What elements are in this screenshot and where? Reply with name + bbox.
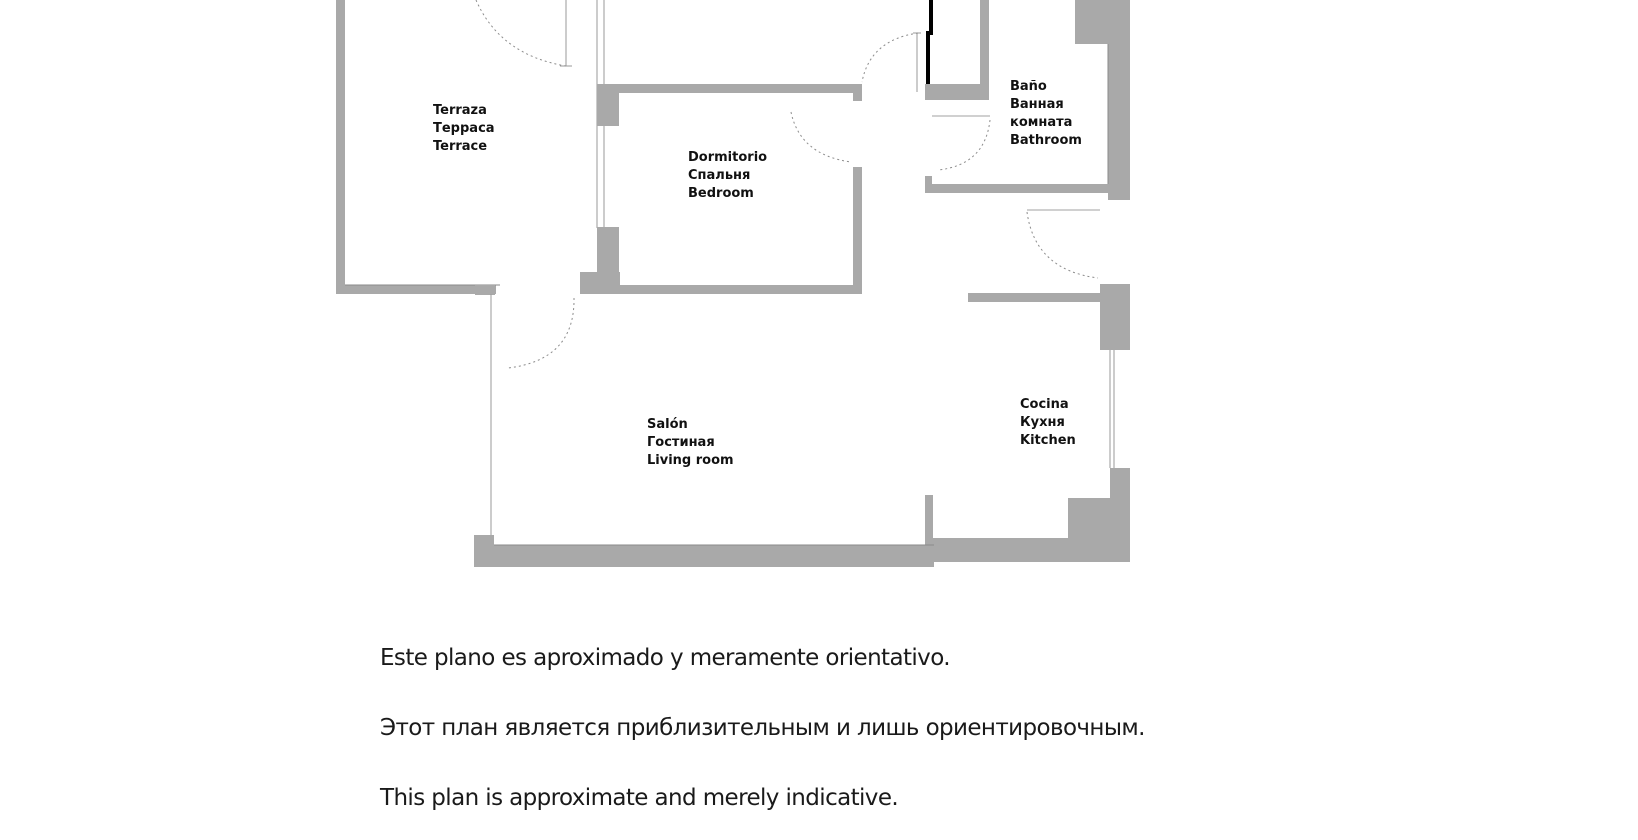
disclaimer-spanish: Este plano es aproximado y meramente ori… xyxy=(380,645,951,671)
kitchen-label-es: Cocina xyxy=(1020,397,1069,412)
room-label-bathroom: Baño Ванная комната Bathroom xyxy=(1010,78,1082,150)
kitchen-label-ru: Кухня xyxy=(1020,415,1065,430)
terrace-label-en: Terrace xyxy=(433,139,488,154)
bathroom-label-en: Bathroom xyxy=(1010,133,1082,148)
room-label-kitchen: Cocina Кухня Kitchen xyxy=(1020,396,1076,450)
bedroom-door-swing xyxy=(790,111,852,163)
bathroom-door-swing xyxy=(937,119,991,171)
hall-door-swing xyxy=(1026,211,1099,279)
room-label-living-room: Salón Гостиная Living room xyxy=(647,416,734,470)
bedroom-walls xyxy=(580,84,862,294)
terrace-label-es: Terraza xyxy=(433,103,487,118)
disclaimer-english: This plan is approximate and merely indi… xyxy=(380,785,899,811)
floor-plan-drawing xyxy=(336,0,1130,567)
bathroom-label-es: Baño xyxy=(1010,79,1047,94)
bathroom-label-ru-2: комната xyxy=(1010,115,1073,130)
terrace-label-ru: Терраса xyxy=(433,121,495,136)
bedroom-label-ru: Спальня xyxy=(688,168,751,183)
disclaimer-russian: Этот план является приблизительным и лиш… xyxy=(380,715,1145,741)
room-label-terrace: Terraza Терраса Terrace xyxy=(433,102,495,156)
living-room-label-en: Living room xyxy=(647,453,734,468)
living-room-label-ru: Гостиная xyxy=(647,435,715,450)
living-room-label-es: Salón xyxy=(647,417,688,432)
room-label-bedroom: Dormitorio Спальня Bedroom xyxy=(688,149,767,203)
corridor-door-swing xyxy=(861,32,919,83)
kitchen-label-en: Kitchen xyxy=(1020,433,1076,448)
bedroom-label-en: Bedroom xyxy=(688,186,754,201)
living-room-door-swing xyxy=(507,297,575,369)
bedroom-label-es: Dormitorio xyxy=(688,150,768,165)
bathroom-label-ru-1: Ванная xyxy=(1010,97,1064,112)
terrace-door-swing xyxy=(475,0,567,67)
bathroom-walls xyxy=(913,0,1130,200)
living-room-walls xyxy=(474,285,934,567)
kitchen-walls xyxy=(925,284,1130,562)
